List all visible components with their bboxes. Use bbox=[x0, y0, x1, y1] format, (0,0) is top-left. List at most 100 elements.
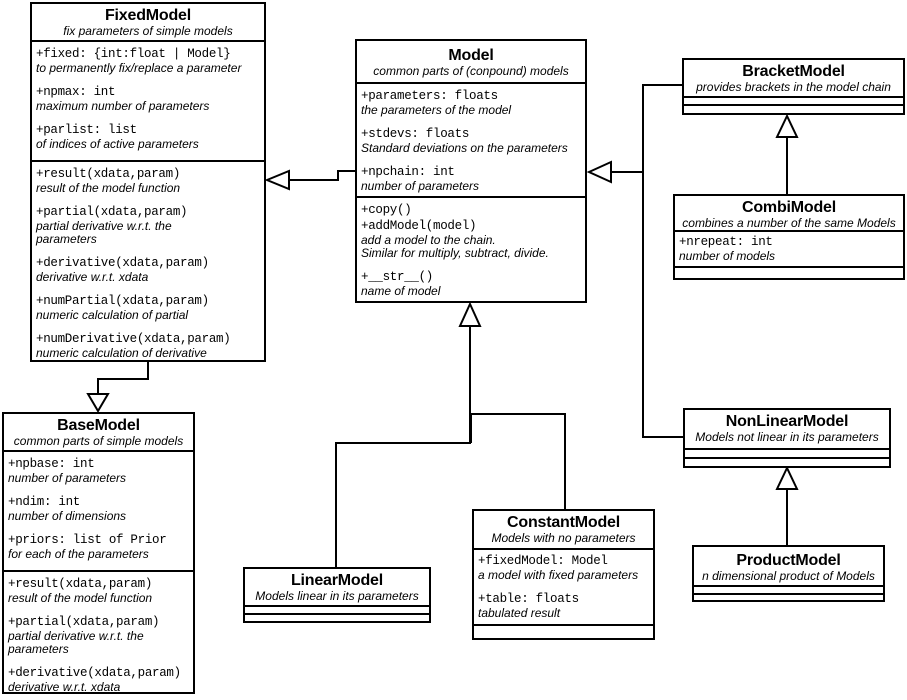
class-constantmodel: ConstantModel Models with no parameters … bbox=[472, 509, 655, 640]
member-desc: derivative w.r.t. xdata bbox=[8, 680, 121, 693]
class-title: Model bbox=[448, 47, 494, 64]
methods-section: +result(xdata,param) result of the model… bbox=[32, 162, 264, 360]
methods-section: +copy() +addModel(model) add a model to … bbox=[357, 198, 585, 301]
member-code: +fixed: {int:float | Model} bbox=[36, 47, 231, 61]
method: +derivative(xdata,param) derivative w.r.… bbox=[8, 666, 189, 692]
class-fixedmodel: FixedModel fix parameters of simple mode… bbox=[30, 2, 266, 362]
class-basemodel: BaseModel common parts of simple models … bbox=[2, 412, 195, 694]
method: +__str__() name of model bbox=[361, 270, 581, 298]
member-desc: partial derivative w.r.t. the parameters bbox=[8, 629, 144, 656]
member-code: +npchain: int bbox=[361, 165, 455, 179]
attributes-section bbox=[684, 98, 903, 106]
member-code: +table: floats bbox=[478, 592, 579, 606]
attribute: +stdevs: floats Standard deviations on t… bbox=[361, 127, 581, 155]
member-code: +numDerivative(xdata,param) bbox=[36, 332, 231, 346]
class-subtitle: Models with no parameters bbox=[491, 531, 636, 545]
class-linearmodel: LinearModel Models linear in its paramet… bbox=[243, 567, 431, 623]
class-subtitle: combines a number of the same Models bbox=[682, 216, 896, 230]
methods-section bbox=[685, 459, 889, 466]
arrow-productmodel-to-nonlinearmodel bbox=[775, 465, 799, 545]
arrow-fixedmodel-to-basemodel bbox=[86, 362, 149, 413]
attributes-section: +parameters: floats the parameters of th… bbox=[357, 84, 585, 198]
attributes-section bbox=[245, 607, 429, 615]
member-code: +priors: list of Prior bbox=[8, 533, 167, 547]
member-code: +partial(xdata,param) bbox=[36, 205, 188, 219]
member-desc: numeric calculation of derivative bbox=[36, 346, 207, 360]
member-code: +npmax: int bbox=[36, 85, 116, 99]
method: +numDerivative(xdata,param) numeric calc… bbox=[36, 332, 260, 360]
member-code: +stdevs: floats bbox=[361, 127, 470, 141]
arrow-combimodel-to-bracketmodel bbox=[775, 113, 799, 194]
member-desc: a model with fixed parameters bbox=[478, 568, 639, 582]
class-title: LinearModel bbox=[290, 572, 384, 589]
member-desc: tabulated result bbox=[478, 606, 561, 620]
methods-section: +result(xdata,param) result of the model… bbox=[4, 572, 193, 692]
member-desc: number of dimensions bbox=[8, 509, 127, 523]
class-subtitle: n dimensional product of Models bbox=[702, 569, 875, 583]
attribute: +npmax: int maximum number of parameters bbox=[36, 85, 260, 113]
class-title: FixedModel bbox=[104, 7, 191, 24]
arrow-right-spine-to-model bbox=[586, 84, 683, 438]
attribute: +ndim: int number of dimensions bbox=[8, 495, 189, 523]
member-desc: number of parameters bbox=[361, 179, 480, 193]
member-code: +parlist: list bbox=[36, 123, 137, 137]
member-code: +result(xdata,param) bbox=[36, 167, 181, 181]
attribute: +fixedModel: Model a model with fixed pa… bbox=[478, 554, 649, 582]
class-productmodel: ProductModel n dimensional product of Mo… bbox=[692, 545, 885, 602]
class-subtitle: fix parameters of simple models bbox=[63, 24, 233, 38]
member-desc: maximum number of parameters bbox=[36, 99, 210, 113]
method: +partial(xdata,param) partial derivative… bbox=[8, 615, 189, 656]
member-desc: the parameters of the model bbox=[361, 103, 512, 117]
method: +copy() bbox=[361, 203, 581, 218]
member-desc: numeric calculation of partial bbox=[36, 308, 189, 322]
class-title: BaseModel bbox=[57, 417, 140, 434]
member-code: +parameters: floats bbox=[361, 89, 498, 103]
arrow-model-to-fixedmodel bbox=[264, 169, 355, 191]
methods-section bbox=[474, 626, 653, 638]
attributes-section bbox=[694, 587, 883, 595]
attribute: +priors: list of Prior for each of the p… bbox=[8, 533, 189, 561]
attribute: +table: floats tabulated result bbox=[478, 592, 649, 620]
member-code: +numPartial(xdata,param) bbox=[36, 294, 209, 308]
class-subtitle: Models not linear in its parameters bbox=[695, 430, 879, 444]
attribute: +npchain: int number of parameters bbox=[361, 165, 581, 193]
class-subtitle: Models linear in its parameters bbox=[255, 589, 419, 603]
class-subtitle: common parts of (conpound) models bbox=[373, 64, 569, 78]
attribute: +fixed: {int:float | Model} to permanent… bbox=[36, 47, 260, 75]
attributes-section: +nrepeat: int number of models bbox=[675, 232, 903, 268]
class-model: Model common parts of (conpound) models … bbox=[355, 39, 587, 303]
method: +partial(xdata,param) partial derivative… bbox=[36, 205, 260, 246]
attribute: +nrepeat: int number of models bbox=[679, 235, 899, 263]
methods-section bbox=[675, 268, 903, 278]
method: +addModel(model) add a model to the chai… bbox=[361, 219, 581, 260]
method: +derivative(xdata,param) derivative w.r.… bbox=[36, 256, 260, 284]
member-code: +copy() bbox=[361, 203, 412, 217]
attribute: +parlist: list of indices of active para… bbox=[36, 123, 260, 151]
member-desc: Standard deviations on the parameters bbox=[361, 141, 568, 155]
class-title: CombiModel bbox=[742, 199, 836, 216]
member-code: +partial(xdata,param) bbox=[8, 615, 160, 629]
member-code: +result(xdata,param) bbox=[8, 577, 153, 591]
class-combimodel: CombiModel combines a number of the same… bbox=[673, 194, 905, 280]
member-code: +derivative(xdata,param) bbox=[8, 666, 181, 680]
class-title: BracketModel bbox=[742, 63, 845, 80]
attributes-section: +npbase: int number of parameters +ndim:… bbox=[4, 452, 193, 572]
class-bracketmodel: BracketModel provides brackets in the mo… bbox=[682, 58, 905, 115]
member-desc: derivative w.r.t. xdata bbox=[36, 270, 149, 284]
member-desc: result of the model function bbox=[8, 591, 153, 605]
methods-section bbox=[694, 595, 883, 600]
member-code: +__str__() bbox=[361, 270, 434, 284]
class-title: ConstantModel bbox=[507, 514, 620, 531]
member-desc: for each of the parameters bbox=[8, 547, 149, 561]
class-title: ProductModel bbox=[736, 552, 841, 569]
attribute: +parameters: floats the parameters of th… bbox=[361, 89, 581, 117]
member-code: +fixedModel: Model bbox=[478, 554, 608, 568]
member-desc: result of the model function bbox=[36, 181, 181, 195]
attributes-section: +fixed: {int:float | Model} to permanent… bbox=[32, 42, 264, 162]
class-title: NonLinearModel bbox=[725, 413, 849, 430]
class-subtitle: provides brackets in the model chain bbox=[696, 80, 891, 94]
methods-section bbox=[245, 615, 429, 621]
member-code: +npbase: int bbox=[8, 457, 95, 471]
method: +result(xdata,param) result of the model… bbox=[8, 577, 189, 605]
member-desc: partial derivative w.r.t. the parameters bbox=[36, 219, 172, 246]
